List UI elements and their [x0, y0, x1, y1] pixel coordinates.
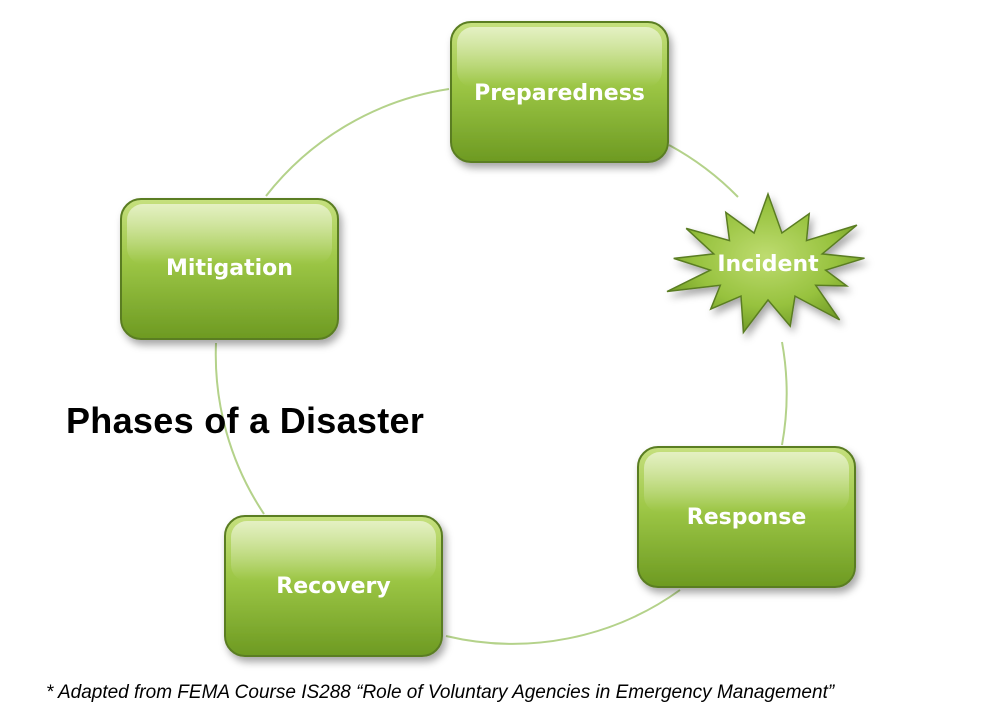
- phase-recovery: Recovery: [224, 515, 443, 657]
- preparedness-gloss: [457, 27, 662, 87]
- incident-starburst: [666, 191, 865, 335]
- phase-incident: Incident: [666, 191, 865, 335]
- source-footnote: * Adapted from FEMA Course IS288 “Role o…: [46, 682, 835, 703]
- recovery-label: Recovery: [276, 574, 390, 599]
- cycle-connectors: [214, 88, 788, 645]
- connector-preparedness-incident: [668, 144, 739, 198]
- mitigation-label: Mitigation: [166, 256, 293, 281]
- response-gloss: [644, 452, 849, 512]
- connector-mitigation-preparedness: [265, 88, 450, 197]
- recovery-gloss: [231, 521, 436, 581]
- phase-preparedness: Preparedness: [450, 21, 669, 163]
- diagram-title: Phases of a Disaster: [66, 400, 425, 441]
- preparedness-label: Preparedness: [474, 81, 645, 106]
- phase-response: Response: [637, 446, 856, 588]
- connector-incident-response: [781, 341, 788, 446]
- mitigation-gloss: [127, 204, 332, 264]
- response-label: Response: [687, 505, 807, 530]
- incident-label: Incident: [717, 252, 819, 277]
- connector-recovery-mitigation: [214, 342, 265, 515]
- connector-response-recovery: [445, 589, 681, 645]
- phase-mitigation: Mitigation: [120, 198, 339, 340]
